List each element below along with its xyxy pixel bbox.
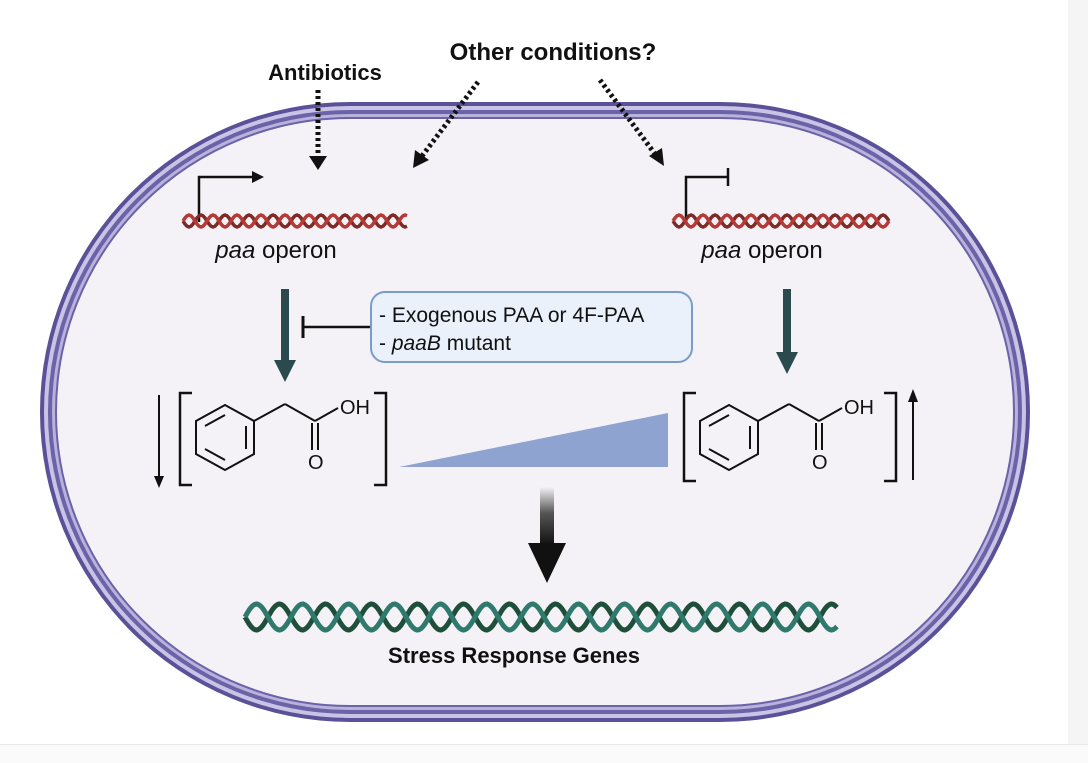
concentration-gradient-wedge — [399, 413, 668, 467]
left-bracket-close — [374, 391, 388, 487]
other-to-right-arrowhead — [649, 148, 664, 166]
right-down-arrow — [776, 289, 798, 374]
page-right-margin — [1068, 0, 1088, 762]
right-operon-label: paa operon — [700, 237, 822, 264]
right-oh-label: OH — [844, 397, 874, 419]
right-paa-structure — [699, 403, 843, 472]
left-paa-structure — [195, 403, 339, 472]
stress-response-dna — [242, 601, 839, 633]
dna-strand — [242, 601, 839, 633]
right-bracket-close — [884, 391, 898, 483]
right-molecule-bracketed: OH O — [682, 391, 898, 483]
left-promoter-arrow — [197, 171, 264, 222]
inhibitor-box: - Exogenous PAA or 4F-PAA - paaB mutant — [370, 291, 693, 363]
condition-arrows — [309, 78, 664, 170]
left-oh-label: OH — [340, 397, 370, 419]
inhibitor-line-2: - paaB mutant — [379, 332, 511, 355]
left-operon-label: paa operon — [214, 237, 336, 264]
page-bottom-margin — [0, 744, 1088, 763]
stress-genes-label: Stress Response Genes — [388, 643, 640, 668]
left-bracket-open — [178, 391, 192, 487]
right-bracket-open — [682, 391, 696, 483]
other-to-left-arrowhead — [413, 150, 429, 168]
antibiotics-arrowhead — [309, 156, 327, 170]
antibiotics-label: Antibiotics — [268, 60, 382, 85]
cell-membrane — [40, 102, 1030, 722]
left-down-arrow — [274, 289, 296, 382]
dna-strand — [242, 601, 839, 633]
left-decrease-arrow — [154, 395, 164, 488]
inhibitor-line-1: - Exogenous PAA or 4F-PAA — [379, 304, 644, 327]
right-operon-dna — [671, 213, 891, 229]
left-molecule-bracketed: OH O — [178, 391, 388, 487]
dna-strand — [181, 213, 408, 229]
inhibition-bar — [301, 316, 370, 338]
dna-strand — [181, 213, 408, 229]
right-promoter-block — [684, 168, 730, 222]
right-increase-arrow — [908, 389, 918, 480]
dna-strand — [671, 213, 891, 229]
big-down-arrow — [528, 487, 566, 583]
left-operon-dna — [181, 213, 408, 229]
left-o-label: O — [308, 452, 324, 474]
cytoplasm — [55, 117, 1015, 707]
right-o-label: O — [812, 452, 828, 474]
other-conditions-label: Other conditions? — [450, 39, 657, 66]
